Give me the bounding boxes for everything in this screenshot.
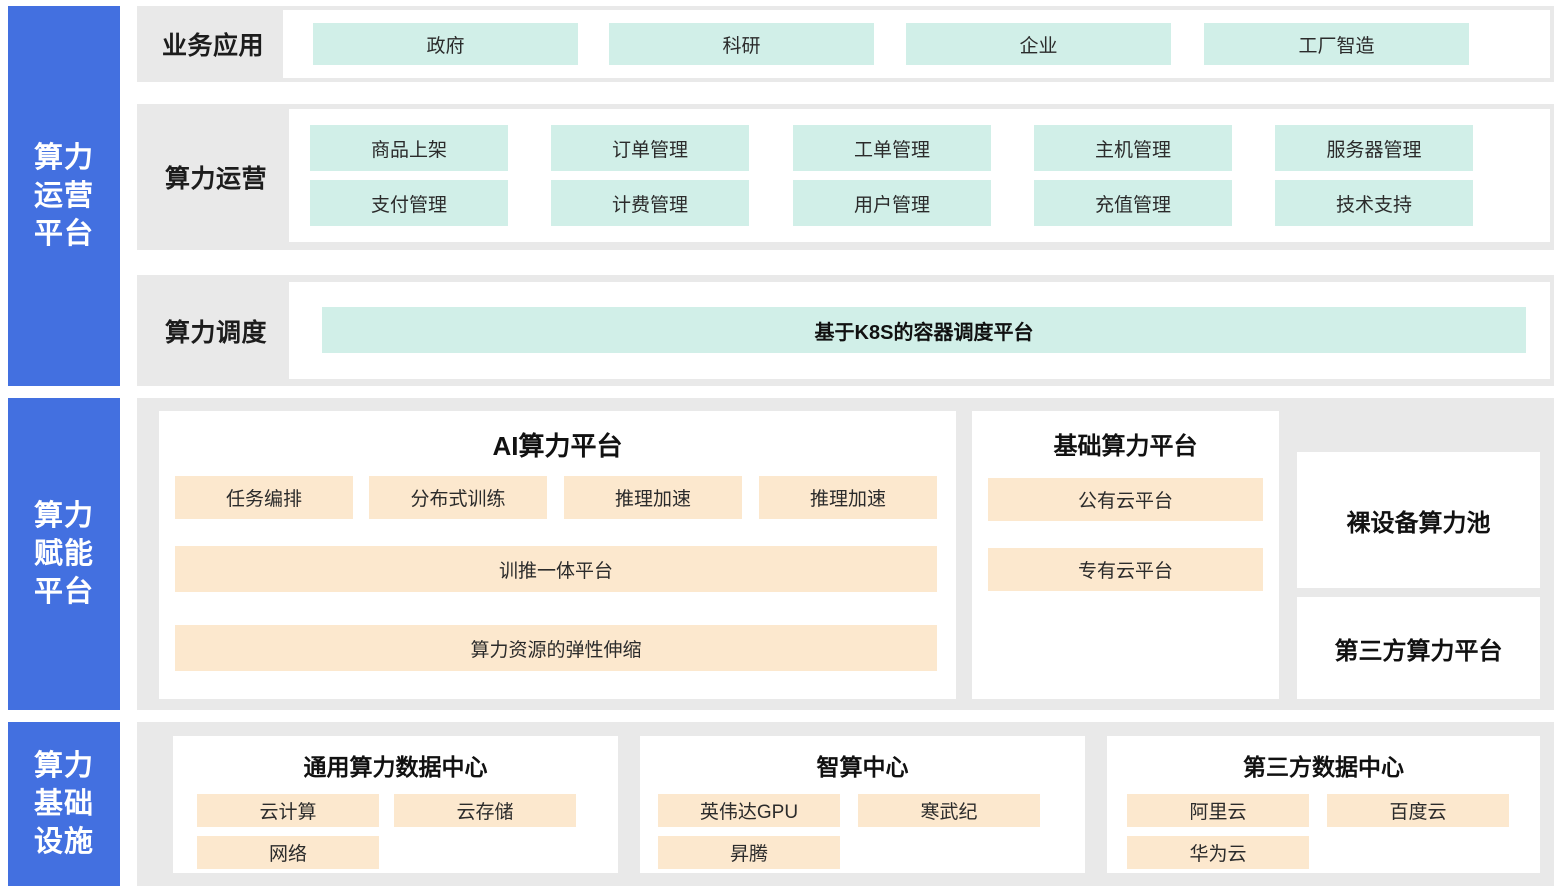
operations-item-0[interactable]: 商品上架 — [310, 125, 508, 171]
panel-third-party-platform — [1297, 597, 1540, 699]
business-item-3[interactable]: 工厂智造 — [1204, 23, 1469, 65]
scheduling-item[interactable]: 基于K8S的容器调度平台 — [322, 307, 1526, 353]
datacenter-intelligent-item-2[interactable]: 昇腾 — [658, 836, 840, 869]
datacenter-intelligent-item-1[interactable]: 寒武纪 — [858, 794, 1040, 827]
ai-item-3[interactable]: 推理加速 — [759, 476, 937, 519]
rail-line: 算力 — [33, 499, 94, 532]
rail-line: 平台 — [33, 218, 94, 251]
ai-item-wide-training[interactable]: 训推一体平台 — [175, 546, 937, 592]
rail-line: 算力 — [33, 141, 94, 174]
operations-item-6[interactable]: 计费管理 — [551, 180, 749, 226]
label-scheduling: 算力调度 — [164, 318, 267, 347]
title-datacenter-general: 通用算力数据中心 — [303, 754, 488, 780]
title-datacenter-intelligent: 智算中心 — [816, 754, 909, 780]
operations-item-8[interactable]: 充值管理 — [1034, 180, 1232, 226]
ai-item-2[interactable]: 推理加速 — [564, 476, 742, 519]
operations-item-5[interactable]: 支付管理 — [310, 180, 508, 226]
rail-enablement-platform: 算力 赋能 平台 — [8, 398, 120, 710]
datacenter-third-party-item-0[interactable]: 阿里云 — [1127, 794, 1309, 827]
datacenter-general-item-1[interactable]: 云存储 — [394, 794, 576, 827]
datacenter-third-party-item-2[interactable]: 华为云 — [1127, 836, 1309, 869]
rail-line: 设施 — [33, 826, 94, 859]
title-bare-metal-pool: 裸设备算力池 — [1346, 509, 1491, 537]
business-item-0[interactable]: 政府 — [313, 23, 578, 65]
operations-item-1[interactable]: 订单管理 — [551, 125, 749, 171]
operations-item-2[interactable]: 工单管理 — [793, 125, 991, 171]
base-platform-item-0[interactable]: 公有云平台 — [988, 478, 1263, 521]
ai-item-0[interactable]: 任务编排 — [175, 476, 353, 519]
operations-item-7[interactable]: 用户管理 — [793, 180, 991, 226]
operations-item-9[interactable]: 技术支持 — [1275, 180, 1473, 226]
operations-item-4[interactable]: 服务器管理 — [1275, 125, 1473, 171]
operations-item-3[interactable]: 主机管理 — [1034, 125, 1232, 171]
title-base-platform: 基础算力平台 — [1053, 432, 1198, 460]
label-business-application: 业务应用 — [161, 32, 264, 60]
rail-line: 基础 — [33, 787, 94, 820]
title-datacenter-third-party: 第三方数据中心 — [1243, 754, 1404, 780]
title-ai-platform: AI算力平台 — [492, 430, 623, 461]
title-third-party-platform: 第三方算力平台 — [1334, 637, 1503, 665]
rail-line: 平台 — [33, 576, 94, 609]
rail-line: 算力 — [33, 749, 94, 782]
datacenter-general-item-2[interactable]: 网络 — [197, 836, 379, 869]
datacenter-general-item-0[interactable]: 云计算 — [197, 794, 379, 827]
datacenter-intelligent-item-0[interactable]: 英伟达GPU — [658, 794, 840, 827]
panel-bare-metal-pool — [1297, 452, 1540, 588]
rail-infrastructure: 算力 基础 设施 — [8, 722, 120, 886]
ai-item-wide-elastic[interactable]: 算力资源的弹性伸缩 — [175, 625, 937, 671]
base-platform-item-1[interactable]: 专有云平台 — [988, 548, 1263, 591]
rail-line: 运营 — [33, 179, 94, 212]
rail-line: 赋能 — [33, 537, 94, 570]
business-item-1[interactable]: 科研 — [609, 23, 874, 65]
datacenter-third-party-item-1[interactable]: 百度云 — [1327, 794, 1509, 827]
business-item-2[interactable]: 企业 — [906, 23, 1171, 65]
rail-operation-platform: 算力 运营 平台 — [8, 6, 120, 386]
ai-item-1[interactable]: 分布式训练 — [369, 476, 547, 519]
label-operations: 算力运营 — [164, 165, 267, 193]
